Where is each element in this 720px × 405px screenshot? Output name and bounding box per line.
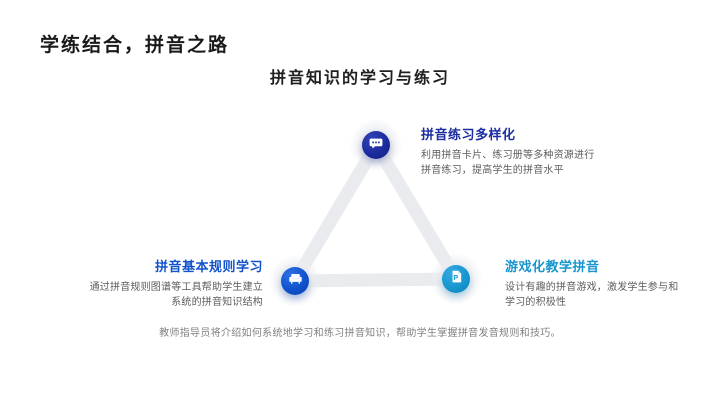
node-block-practice: 拼音练习多样化 利用拼音卡片、练习册等多种资源进行拼音练习，提高学生的拼音水平 [421,124,602,178]
node-block-rules: 拼音基本规则学习 通过拼音规则图谱等工具帮助学生建立系统的拼音知识结构 [82,256,263,310]
node-description: 设计有趣的拼音游戏，激发学生参与和学习的积极性 [505,282,679,308]
page-title: 学练结合，拼音之路 [40,35,230,56]
section-title: 拼音知识的学习与练习 [269,70,450,87]
svg-text:P: P [453,274,458,282]
footer-note: 教师指导员将介绍如何系统地学习和练习拼音知识，帮助学生掌握拼音发音规则和技巧。 [159,328,561,339]
sofa-icon [288,271,303,291]
node-title: 拼音练习多样化 [421,127,516,142]
node-circle-games: P [442,265,470,293]
chat-message-icon [368,135,384,156]
document-p-icon: P [449,269,464,289]
node-block-games: 游戏化教学拼音 设计有趣的拼音游戏，激发学生参与和学习的积极性 [505,256,686,310]
node-circle-practice [362,131,390,159]
node-description: 通过拼音规则图谱等工具帮助学生建立系统的拼音知识结构 [89,282,263,308]
node-description: 利用拼音卡片、练习册等多种资源进行拼音练习，提高学生的拼音水平 [421,150,595,176]
node-title: 拼音基本规则学习 [154,259,263,274]
node-circle-rules [281,267,309,295]
node-title: 游戏化教学拼音 [505,259,600,274]
